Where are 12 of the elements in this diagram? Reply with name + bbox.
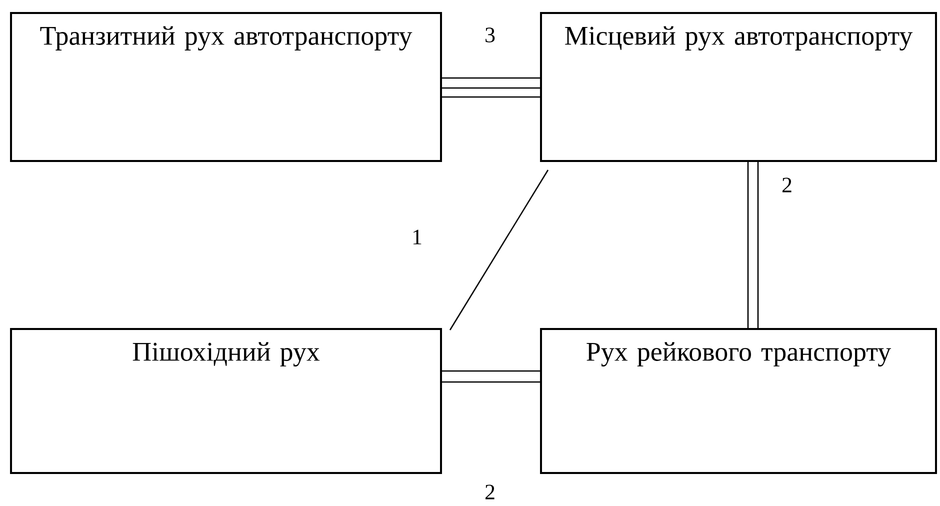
text-box: Рух рейкового транспорту [540,328,937,474]
connector-line [441,77,541,98]
text-box: Пішохідний рух [10,328,442,474]
text-box: Транзитний рух автотранспорту [10,12,442,162]
connector-line [747,161,759,329]
edge-label: 2 [780,176,794,194]
text-box: Місцевий рух автотранспорту [540,12,937,162]
connector-line [449,170,549,330]
edge-label: 2 [484,484,496,500]
edge-label: 1 [410,228,424,246]
connector-line [441,370,541,383]
edge-label: 3 [484,26,496,44]
